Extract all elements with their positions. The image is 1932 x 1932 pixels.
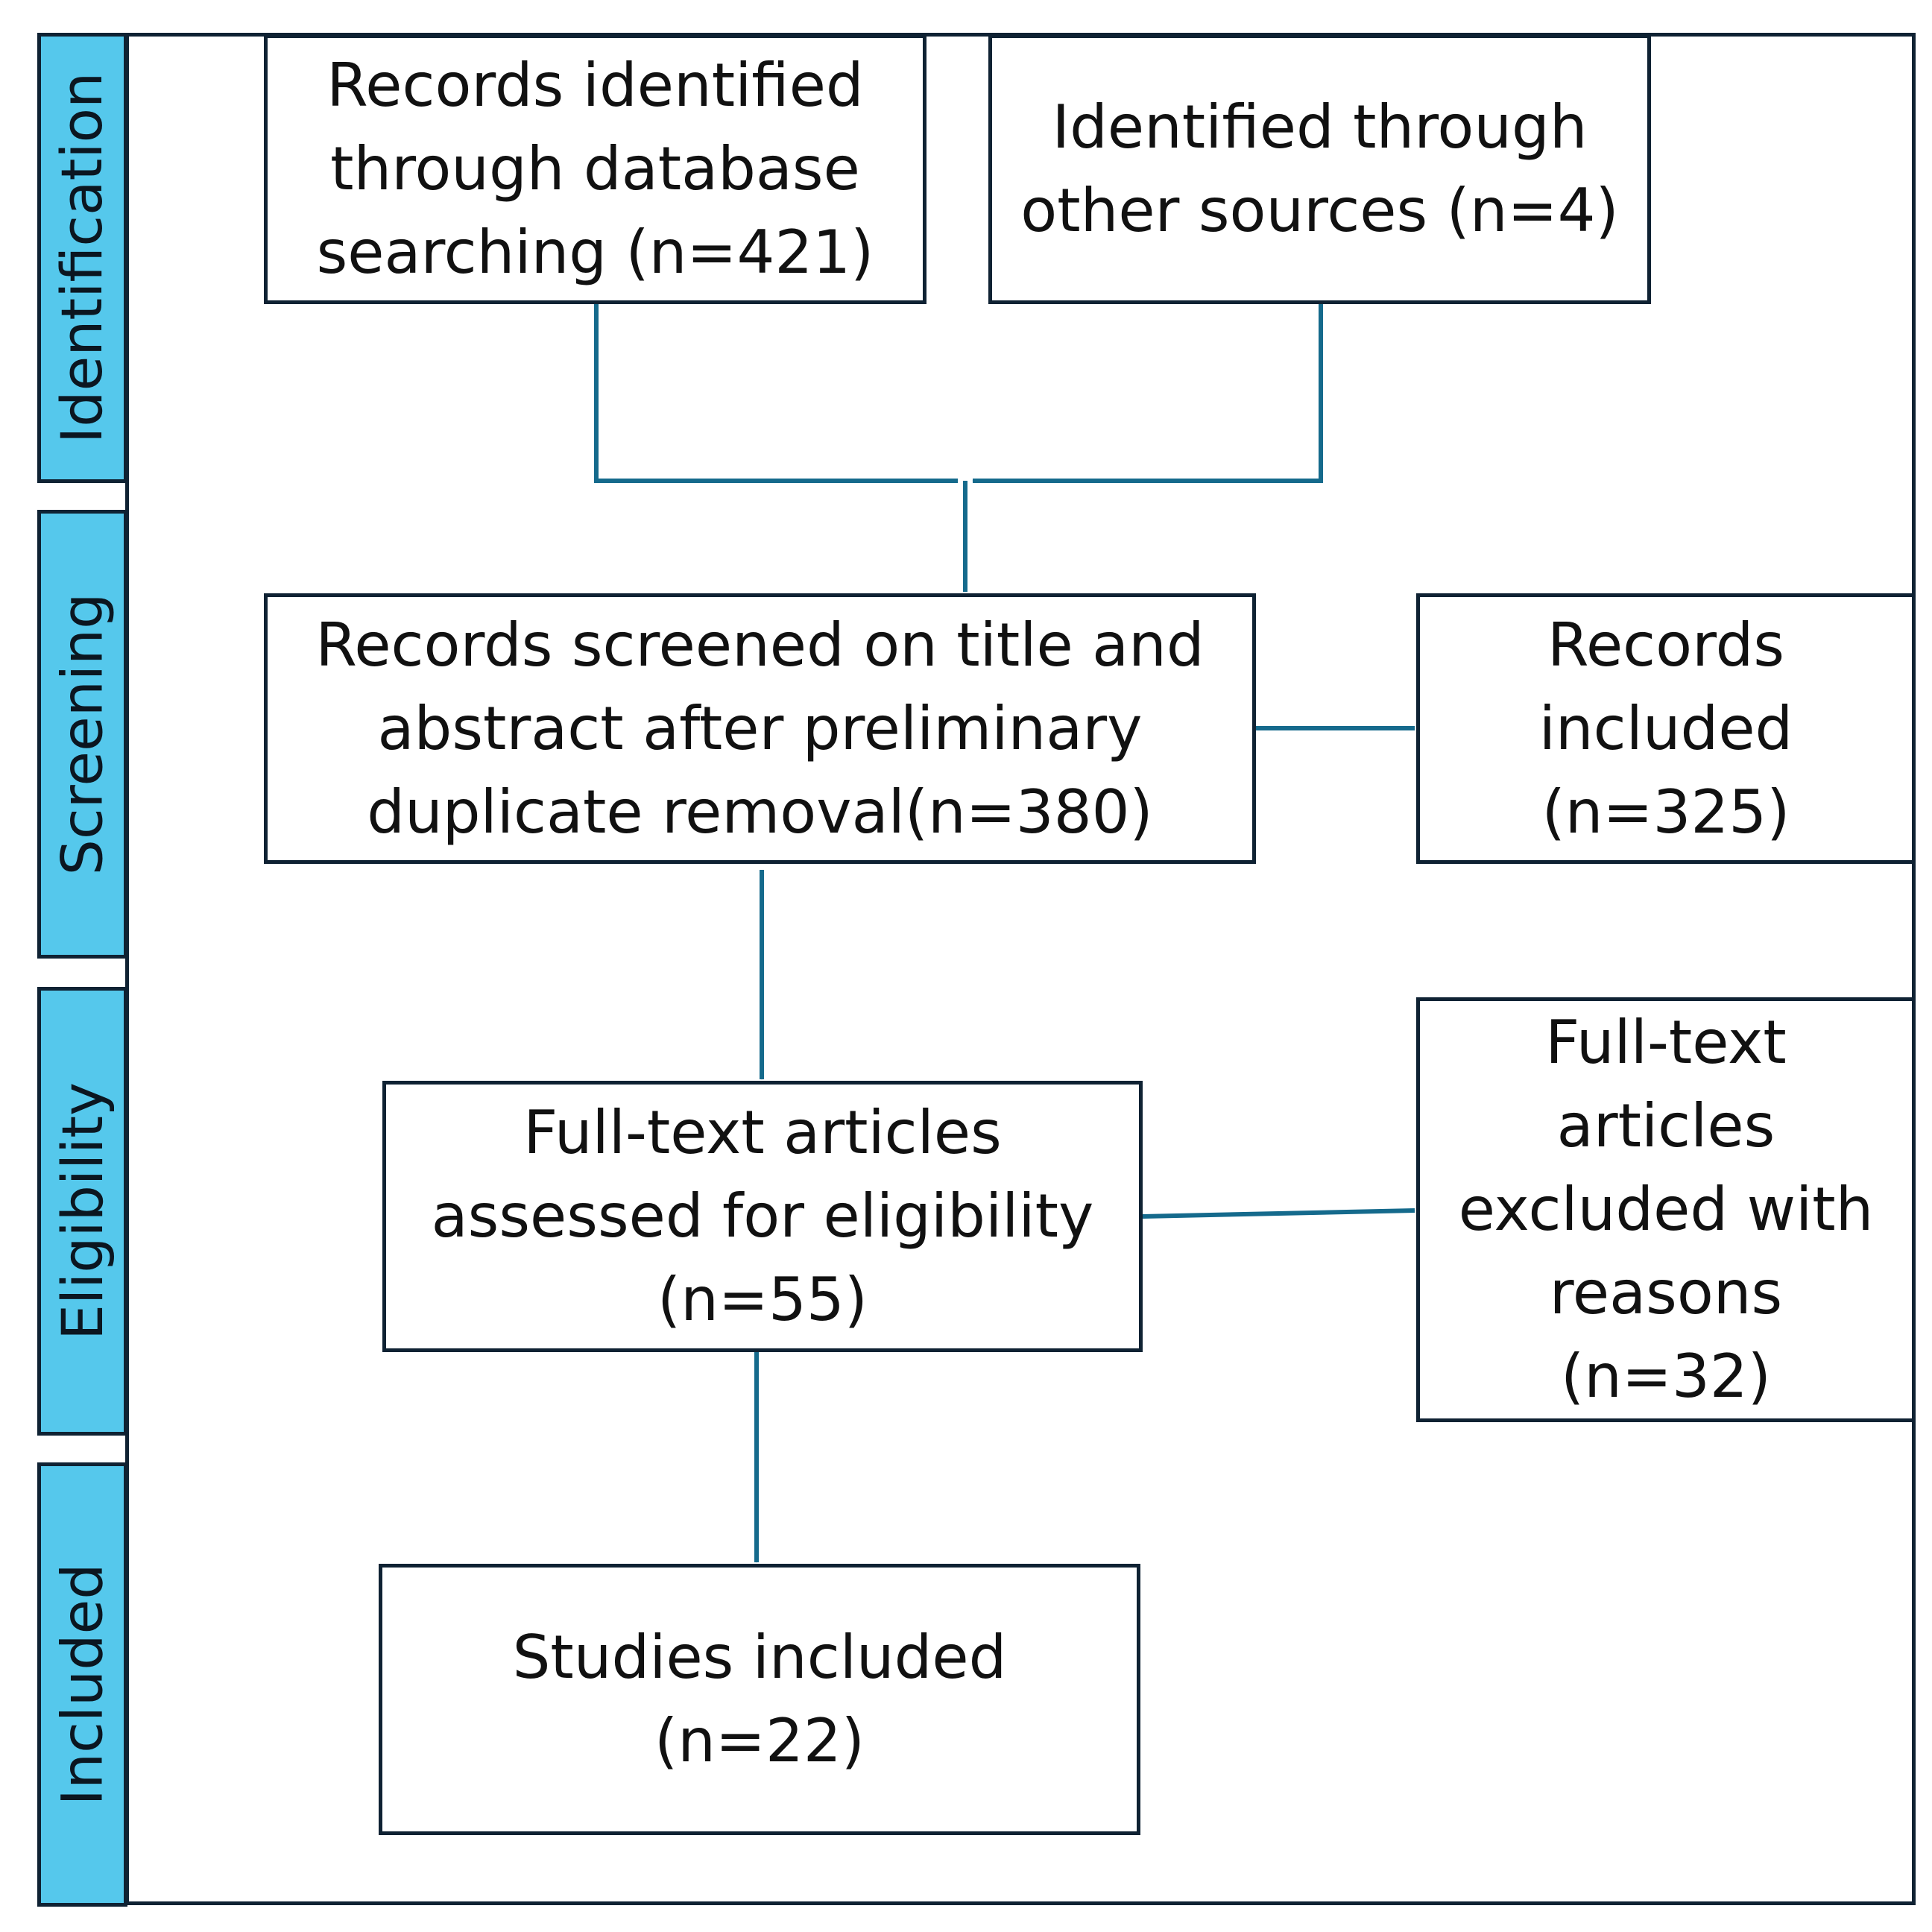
box-records-included: Records included (n=325) <box>1416 593 1916 864</box>
stage-eligibility: Eligibility <box>37 987 127 1436</box>
box-fulltext-assessed-text: Full-text articles assessed for eligibil… <box>431 1098 1094 1334</box>
box-records-screened: Records screened on title and abstract a… <box>264 593 1256 864</box>
stage-identification: Identification <box>37 33 127 483</box>
box-fulltext-excluded: Full-text articles excluded with reasons… <box>1416 997 1916 1422</box>
box-studies-included: Studies included (n=22) <box>379 1564 1140 1835</box>
arrow-database-to-merge <box>594 304 959 483</box>
stage-included: Included <box>37 1462 127 1907</box>
box-fulltext-excluded-text: Full-text articles excluded with reasons… <box>1458 1008 1874 1411</box>
box-other-sources-text: Identified through other sources (n=4) <box>1020 92 1619 245</box>
arrow-other-to-merge <box>972 304 1323 483</box>
stage-screening: Screening <box>37 510 127 959</box>
arrow-fulltext-to-excluded <box>1142 1208 1415 1219</box>
box-studies-included-text: Studies included (n=22) <box>512 1623 1007 1775</box>
box-records-included-text: Records included (n=325) <box>1538 610 1793 847</box>
box-records-screened-text: Records screened on title and abstract a… <box>315 610 1205 847</box>
box-database-records: Records identified through database sear… <box>264 34 926 304</box>
box-fulltext-assessed: Full-text articles assessed for eligibil… <box>382 1081 1143 1352</box>
box-other-sources: Identified through other sources (n=4) <box>988 34 1651 304</box>
box-database-records-text: Records identified through database sear… <box>316 51 874 287</box>
